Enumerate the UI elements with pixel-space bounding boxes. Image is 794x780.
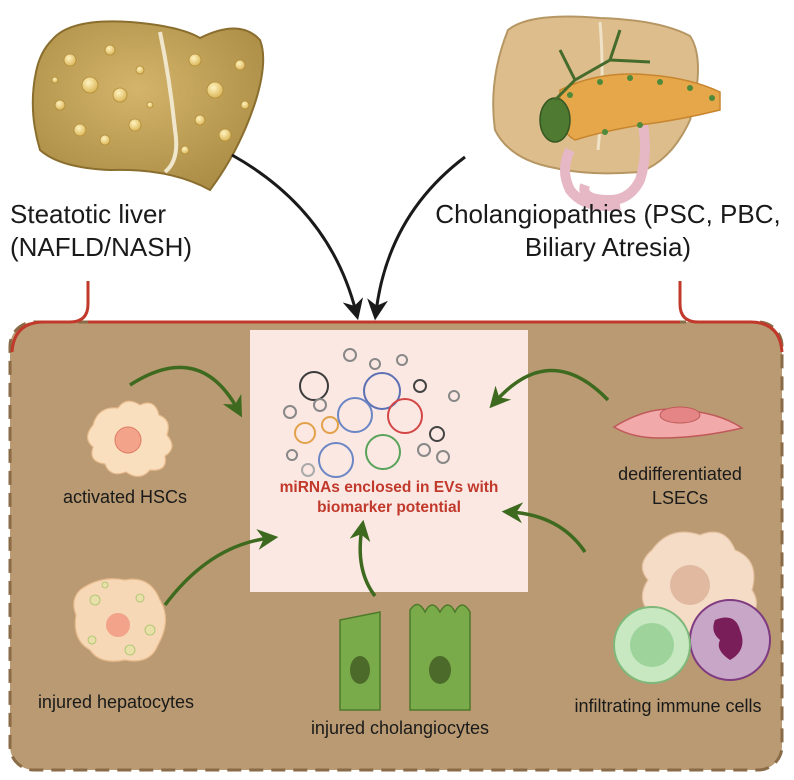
central-ev-box bbox=[250, 330, 528, 592]
injured-cholangiocyte-cells bbox=[339, 603, 471, 711]
steatotic-line2: (NAFLD/NASH) bbox=[10, 232, 193, 262]
arrow-hepatocyte-to-center bbox=[163, 529, 279, 607]
activated-hsc-cell bbox=[86, 400, 173, 478]
arrow-immune-to-center bbox=[501, 502, 587, 553]
activated-hscs-label: activated HSCs bbox=[62, 487, 188, 507]
injured-hepatocyte-cell bbox=[73, 578, 167, 662]
steatotic-line1: Steatotic liver bbox=[10, 199, 167, 229]
arrow-cholangio-to-center bbox=[367, 155, 466, 321]
center-caption: miRNAs enclosed in EVs with biomarker po… bbox=[250, 478, 528, 518]
infiltrating-immune-cells-label: infiltrating immune cells bbox=[574, 696, 762, 716]
injured-hepatocytes-label: injured hepatocytes bbox=[37, 692, 195, 712]
arrow-cholangiocyte-to-center bbox=[349, 519, 377, 598]
lsec-cell bbox=[612, 406, 744, 439]
arrow-lsec-to-center bbox=[489, 368, 610, 409]
injured-cholangiocytes-label: injured cholangiocytes bbox=[310, 718, 490, 738]
cholangiopathies-label: Cholangiopathies (PSC, PBC, Biliary Atre… bbox=[432, 198, 784, 264]
cholangio-line1: Cholangiopathies (PSC, PBC, bbox=[435, 199, 781, 229]
cholangiopathy-liver-image bbox=[492, 15, 721, 211]
dedifferentiated-line1: dedifferentiated bbox=[618, 464, 742, 484]
ev-vesicle-cluster bbox=[283, 348, 460, 478]
cholangio-line2: Biliary Atresia) bbox=[524, 232, 692, 262]
green-arrows bbox=[129, 365, 610, 607]
center-line2: biomarker potential bbox=[317, 499, 461, 516]
arrow-steatotic-to-center bbox=[231, 153, 364, 321]
center-line1: miRNAs enclosed in EVs with bbox=[279, 479, 499, 496]
dedifferentiated-line2: LSECs bbox=[651, 488, 709, 508]
dedifferentiated-lsecs-label: dedifferentiated LSECs bbox=[590, 462, 770, 510]
panel-bracket bbox=[10, 281, 784, 353]
steatotic-liver-image bbox=[31, 20, 265, 192]
arrow-hsc-to-center bbox=[129, 365, 243, 418]
steatotic-liver-label: Steatotic liver (NAFLD/NASH) bbox=[10, 198, 192, 264]
immune-cells bbox=[613, 531, 771, 684]
